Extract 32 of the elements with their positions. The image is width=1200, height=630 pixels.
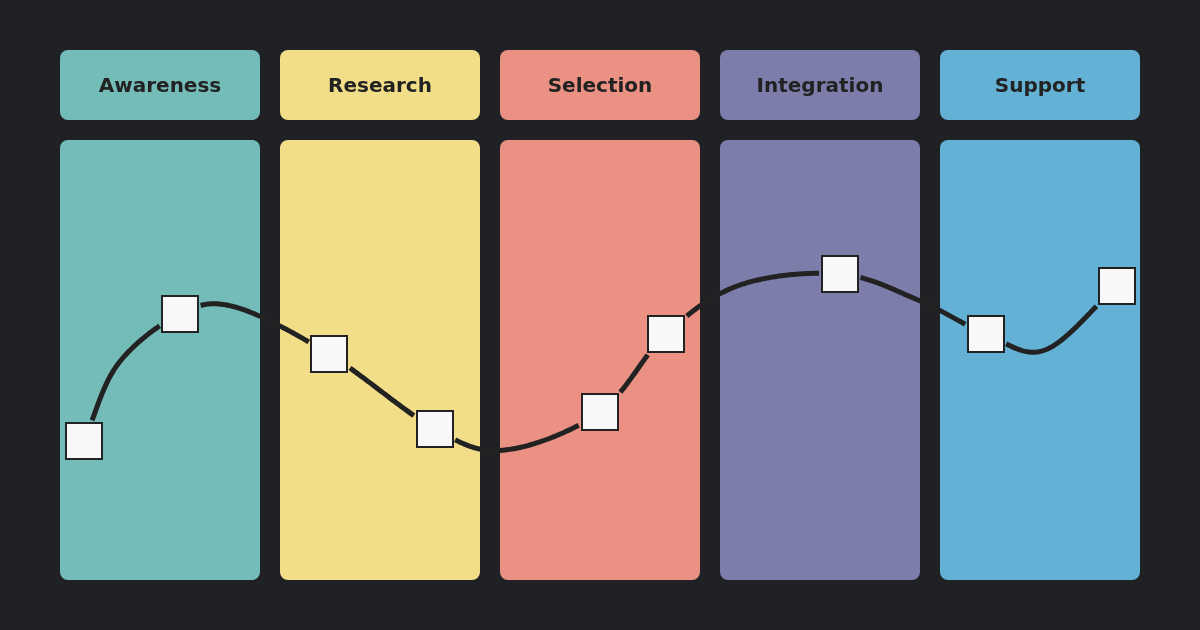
stage-header [60,50,260,120]
stage-header [720,50,920,120]
stage-column [500,140,700,580]
stage-label: Selection [547,73,653,97]
stage-column [60,140,260,580]
stage-header [940,50,1140,120]
touchpoint-square [967,315,1005,353]
touchpoint-square [581,393,619,431]
journey-curve [89,323,162,422]
stage-column [280,140,480,580]
journey-curve [199,301,311,345]
touchpoint-square [65,422,103,460]
stage-header [500,50,700,120]
journey-curve [348,366,416,418]
stage-header [280,50,480,120]
stage-label: Awareness [98,73,222,97]
journey-curve [685,270,820,318]
journey-curve [859,275,967,327]
stage-column [940,140,1140,580]
stage-label: Support [994,73,1086,97]
journey-curve [1004,304,1099,355]
touchpoint-square [310,335,348,373]
stage-label: Integration [756,73,884,97]
stage-column [720,140,920,580]
touchpoint-square [161,295,199,333]
journey-curve [618,353,650,394]
journey-curve [454,422,580,454]
touchpoint-square [1098,267,1136,305]
touchpoint-square [647,315,685,353]
stage-label: Research [328,73,432,97]
touchpoint-square [416,410,454,448]
touchpoint-square [821,255,859,293]
